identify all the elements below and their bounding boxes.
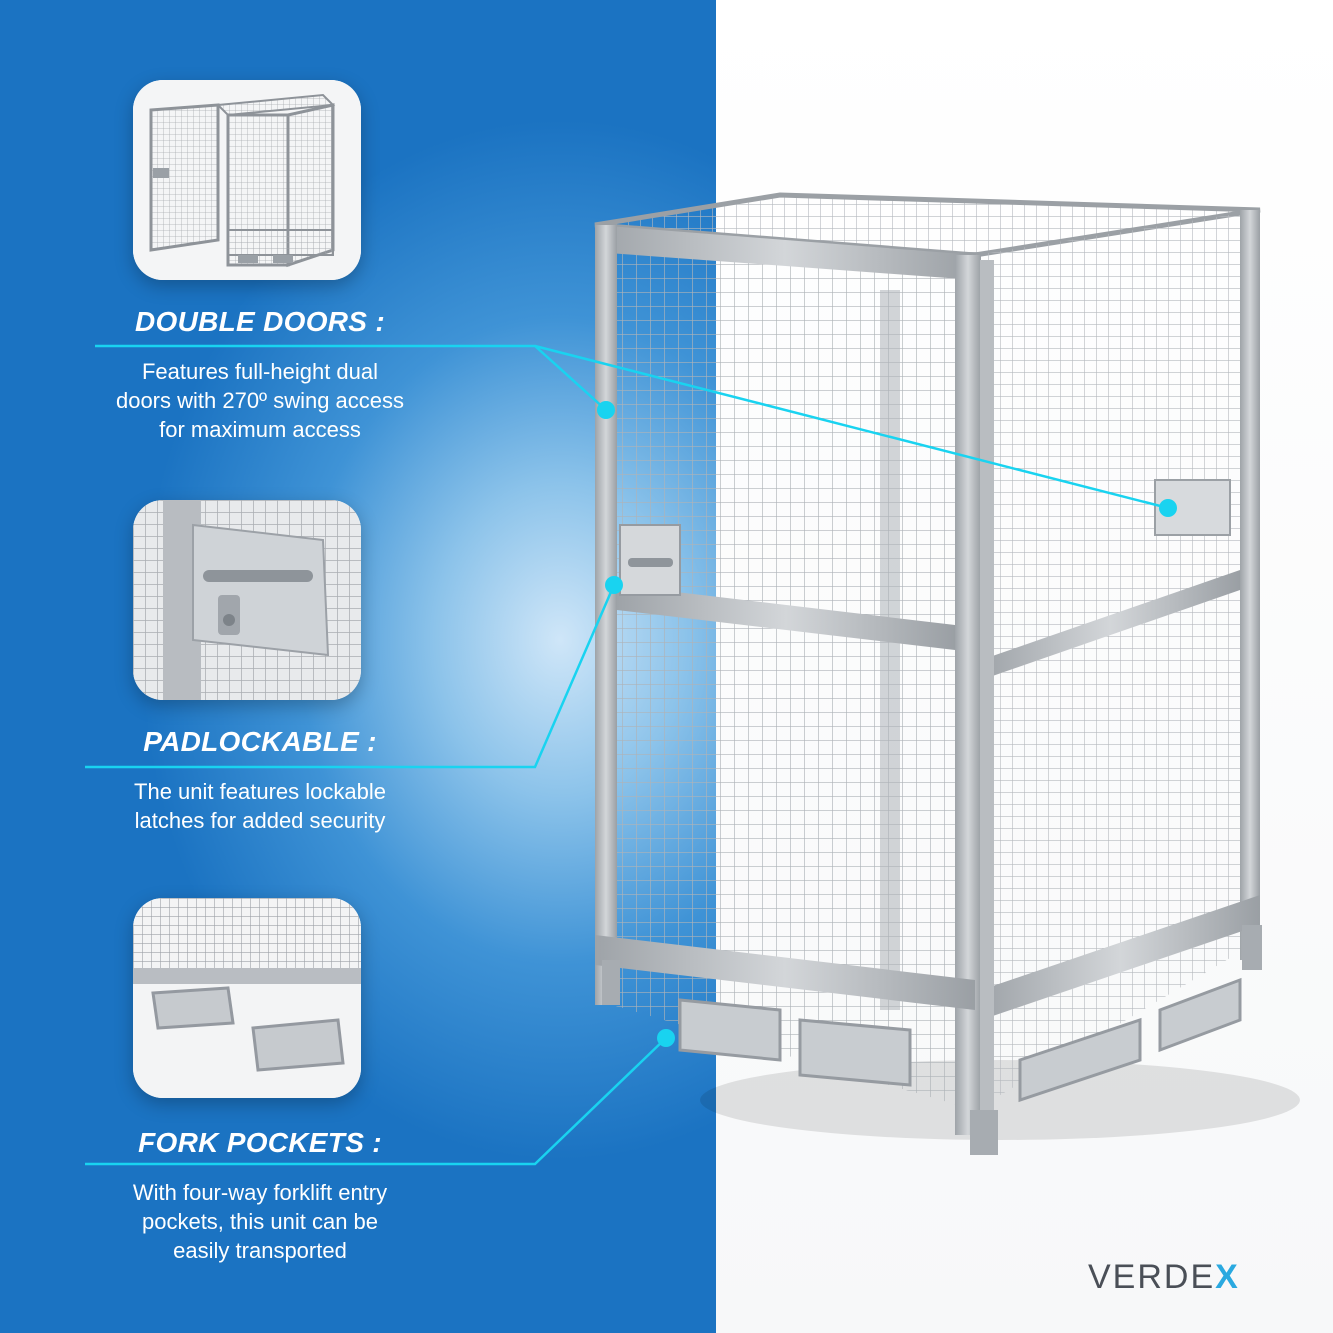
logo-x-mark: X (1215, 1258, 1240, 1296)
description-line: for maximum access (159, 417, 361, 442)
description-line: easily transported (173, 1238, 347, 1263)
description-line: latches for added security (134, 808, 386, 833)
feature-title-fork-pockets: FORK POCKETS : (138, 1127, 382, 1158)
description-line: pockets, this unit can be (141, 1209, 379, 1234)
feature-title-double-doors: DOUBLE DOORS : (135, 306, 385, 337)
padlockable-thumbnail (133, 500, 361, 700)
description-line: The unit features lockable (134, 779, 386, 804)
description-line: doors with 270º swing access (115, 388, 405, 413)
security-cage-image (594, 192, 1300, 1155)
logo-text: VERDE (1088, 1258, 1216, 1296)
feature-description-double-doors: Features full-height dual doors with 270… (0, 357, 520, 444)
verdex-logo: VERDEX (1088, 1258, 1240, 1297)
feature-title-padlockable: PADLOCKABLE : (143, 726, 377, 757)
feature-description-fork-pockets: With four-way forklift entry pockets, th… (0, 1178, 520, 1265)
feature-description-padlockable: The unit features lockable latches for a… (0, 777, 520, 835)
description-line: With four-way forklift entry (132, 1180, 388, 1205)
fork-pockets-thumbnail (133, 898, 361, 1098)
double-doors-thumbnail (133, 80, 361, 280)
description-line: Features full-height dual (141, 359, 379, 384)
